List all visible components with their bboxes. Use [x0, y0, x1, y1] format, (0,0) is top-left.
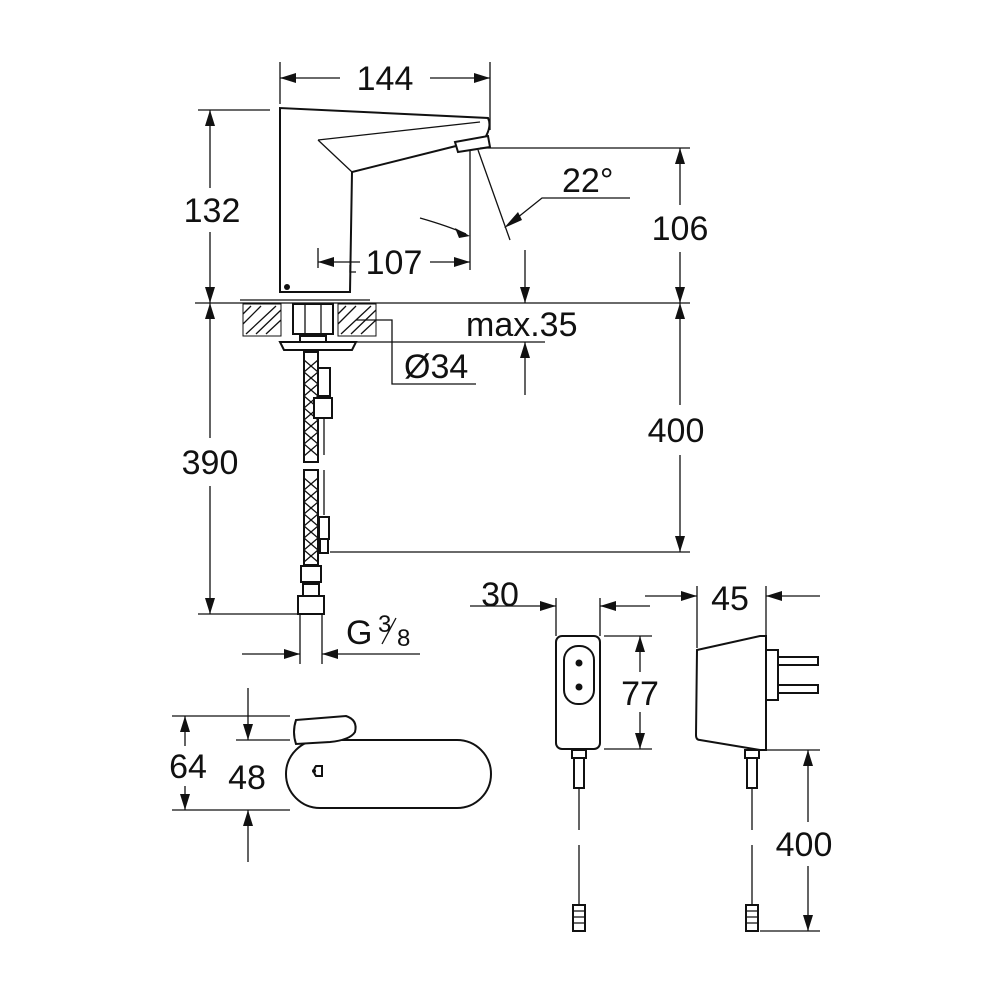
dim-390: 390	[182, 444, 239, 482]
dim-max-35: max.35	[466, 306, 578, 344]
faucet-dimension-lines	[198, 62, 690, 664]
power-supply-side	[694, 635, 819, 932]
power-supply-dimension-lines	[470, 586, 820, 932]
dim-45: 45	[711, 580, 749, 618]
dimension-labels: 144 132 22° 106 107 max.35 Ø34 400 390 G…	[169, 60, 832, 864]
dim-64: 64	[169, 748, 207, 786]
power-supply-front	[555, 635, 601, 932]
dim-22-degrees: 22°	[562, 162, 613, 200]
faucet-side-view	[195, 106, 690, 615]
dim-106: 106	[652, 210, 709, 248]
top-view-dimension-lines	[172, 688, 290, 862]
dim-400-psu: 400	[776, 826, 833, 864]
dim-132: 132	[184, 192, 241, 230]
thread-label: G 3 8	[346, 611, 410, 652]
dim-144: 144	[357, 60, 414, 98]
dim-thread-numerator: 3	[378, 611, 391, 638]
dim-77: 77	[621, 675, 659, 713]
deck-hatching	[242, 303, 377, 337]
dim-thread-denominator: 8	[397, 625, 410, 652]
dim-400-cable: 400	[648, 412, 705, 450]
dim-48: 48	[228, 759, 266, 797]
dim-30: 30	[481, 576, 519, 614]
dim-107: 107	[366, 244, 423, 282]
dim-thread-g: G	[346, 614, 372, 652]
faucet-top-view	[285, 714, 492, 809]
dim-diameter-34: Ø34	[404, 348, 468, 386]
